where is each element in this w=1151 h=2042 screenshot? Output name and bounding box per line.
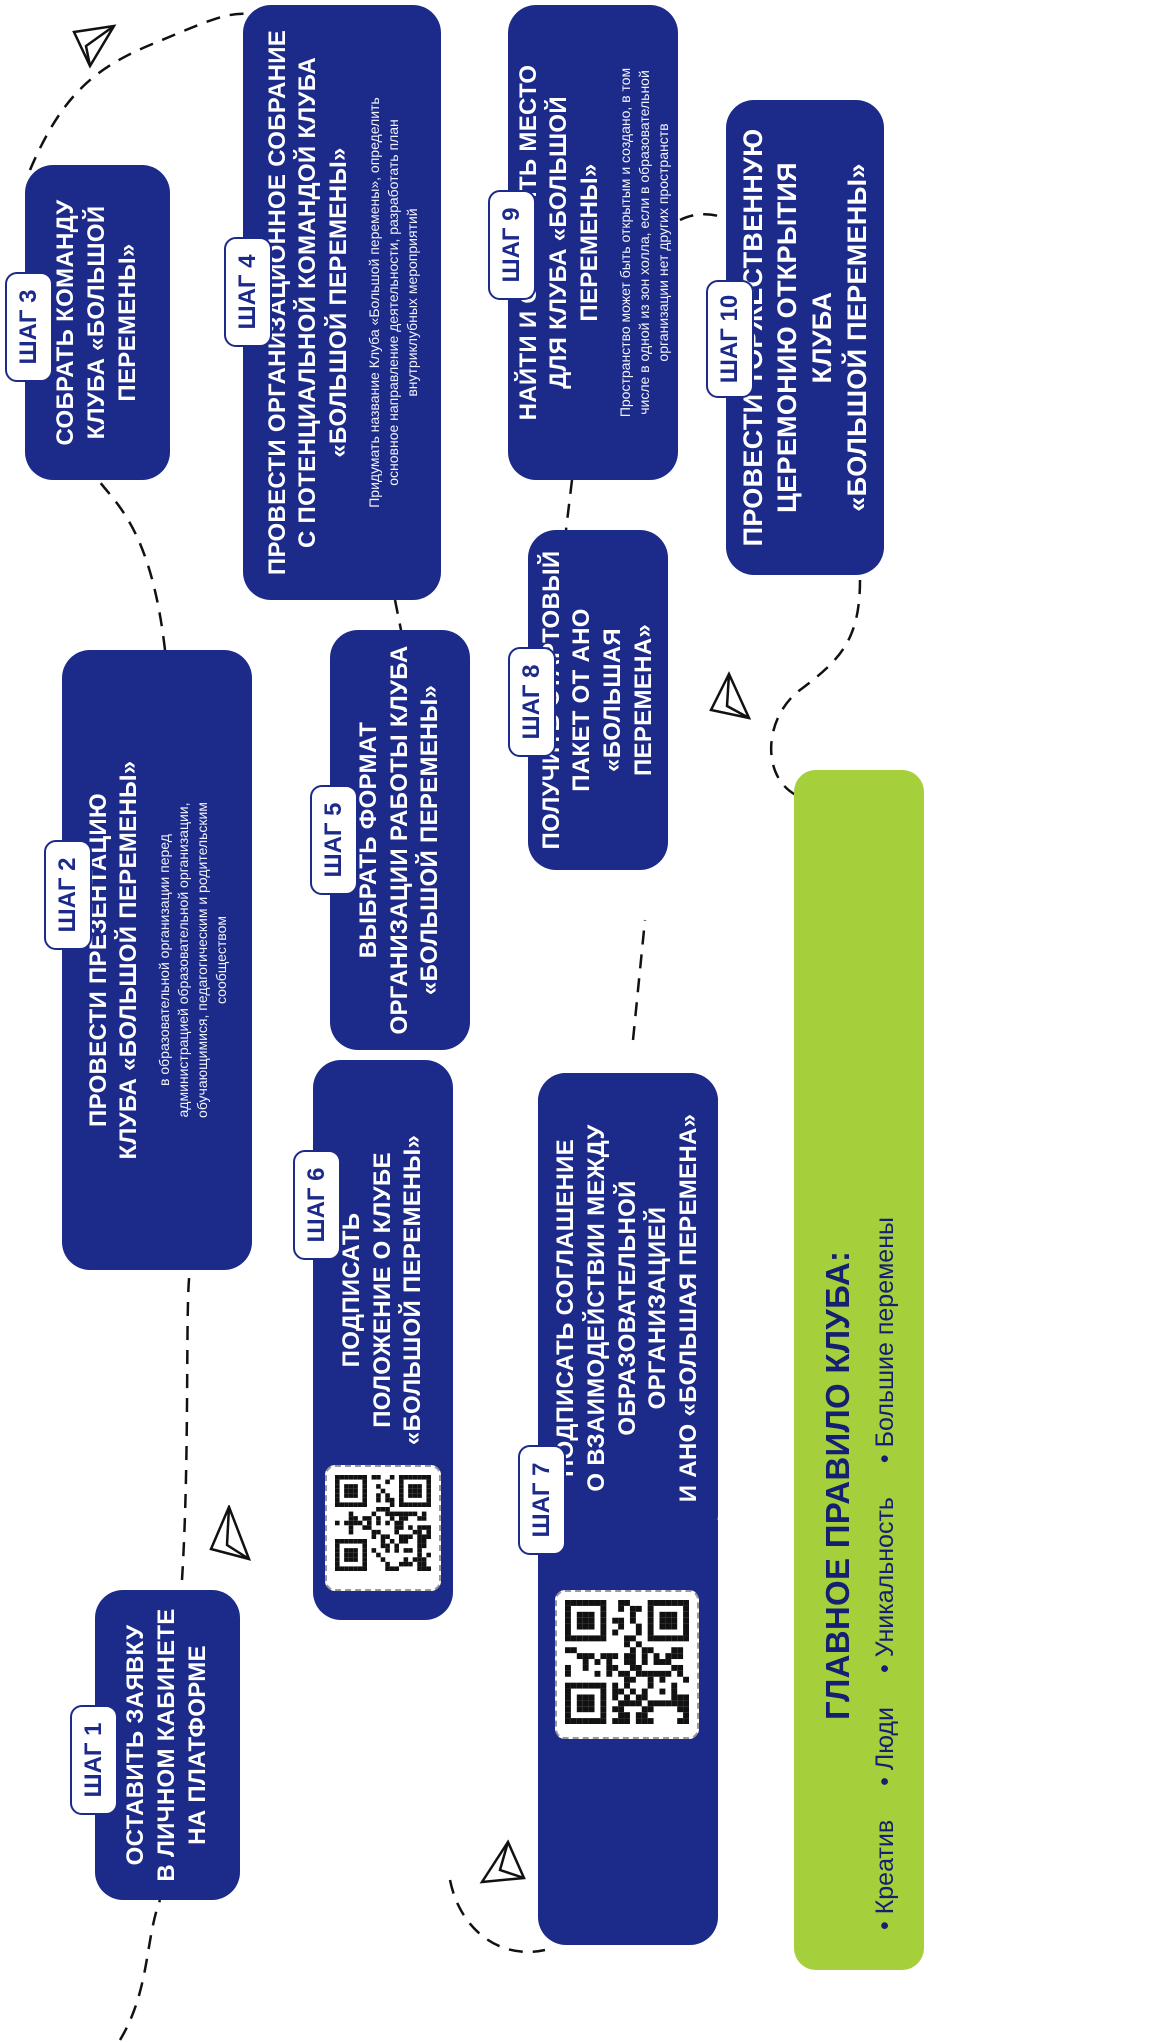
step-7-card-body: ПОДПИСАТЬ СОГЛАШЕНИЕ О ВЗАИМОДЕЙСТВИИ МЕ…	[538, 1073, 718, 1543]
step-6-tag: ШАГ 6	[293, 1150, 341, 1260]
rule-item-unikalnost: Уникальность	[871, 1497, 900, 1673]
rules-list: Креатив Люди Уникальность Большие переме…	[871, 1217, 900, 1930]
step-10-tag: ШАГ 10	[706, 280, 754, 398]
paper-plane-icon	[72, 24, 117, 69]
club-rules-panel: ГЛАВНОЕ ПРАВИЛО КЛУБА: Креатив Люди Уник…	[794, 770, 924, 1970]
step-9-card: НАЙТИ И ОФОРМИТЬ МЕСТО ДЛЯ КЛУБА «БОЛЬШО…	[508, 5, 678, 480]
paper-plane-icon	[479, 1839, 526, 1884]
rules-title: ГЛАВНОЕ ПРАВИЛО КЛУБА:	[818, 1250, 856, 1720]
step-3-tag: ШАГ 3	[5, 272, 53, 382]
paper-plane-icon	[709, 671, 752, 720]
paper-plane-icon	[209, 1505, 252, 1561]
qr-code-icon	[555, 1590, 699, 1739]
step-description: в образовательной организации перед адми…	[155, 802, 229, 1118]
step-9-tag: ШАГ 9	[488, 190, 536, 300]
step-title: ПРОВЕСТИ ТОРЖЕСТВЕННУЮ ЦЕРЕМОНИЮ ОТКРЫТИ…	[737, 128, 872, 547]
step-title: СОБРАТЬ КОМАНДУ КЛУБА «БОЛЬШОЙ ПЕРЕМЕНЫ»	[52, 199, 141, 446]
step-1-card: ОСТАВИТЬ ЗАЯВКУ В ЛИЧНОМ КАБИНЕТЕ НА ПЛА…	[95, 1590, 240, 1900]
step-8-tag: ШАГ 8	[508, 647, 556, 757]
step-description: Придумать название Клуба «Большой переме…	[365, 97, 420, 508]
rule-item-bolshie-peremeny: Большие перемены	[871, 1217, 900, 1463]
step-5-tag: ШАГ 5	[310, 785, 358, 895]
step-1-tag: ШАГ 1	[70, 1705, 118, 1815]
step-7-tag: ШАГ 7	[518, 1445, 566, 1555]
step-2-tag: ШАГ 2	[44, 840, 92, 950]
step-title: ПОДПИСАТЬ СОГЛАШЕНИЕ О ВЗАИМОДЕЙСТВИИ МЕ…	[552, 1113, 703, 1503]
step-title: ОСТАВИТЬ ЗАЯВКУ В ЛИЧНОМ КАБИНЕТЕ НА ПЛА…	[122, 1608, 211, 1882]
step-title: ПОДПИСАТЬ ПОЛОЖЕНИЕ О КЛУБЕ «БОЛЬШОЙ ПЕР…	[337, 1134, 427, 1446]
step-2-card: ПРОВЕСТИ ПРЕЗЕНТАЦИЮ КЛУБА «БОЛЬШОЙ ПЕРЕ…	[62, 650, 252, 1270]
step-4-tag: ШАГ 4	[224, 237, 272, 347]
step-title: ПРОВЕСТИ ПРЕЗЕНТАЦИЮ КЛУБА «БОЛЬШОЙ ПЕРЕ…	[84, 760, 143, 1160]
rule-item-lyudi: Люди	[871, 1707, 900, 1786]
step-title: ВЫБРАТЬ ФОРМАТ ОРГАНИЗАЦИИ РАБОТЫ КЛУБА …	[354, 645, 444, 1035]
step-title: ПРОВЕСТИ ОРГАНИЗАЦИОННОЕ СОБРАНИЕ С ПОТЕ…	[263, 29, 353, 576]
qr-code-icon	[325, 1465, 441, 1591]
rule-item-kreativ: Креатив	[871, 1820, 900, 1930]
step-description: Пространство может быть открытым и созда…	[616, 67, 671, 418]
step-4-card: ПРОВЕСТИ ОРГАНИЗАЦИОННОЕ СОБРАНИЕ С ПОТЕ…	[243, 5, 441, 600]
